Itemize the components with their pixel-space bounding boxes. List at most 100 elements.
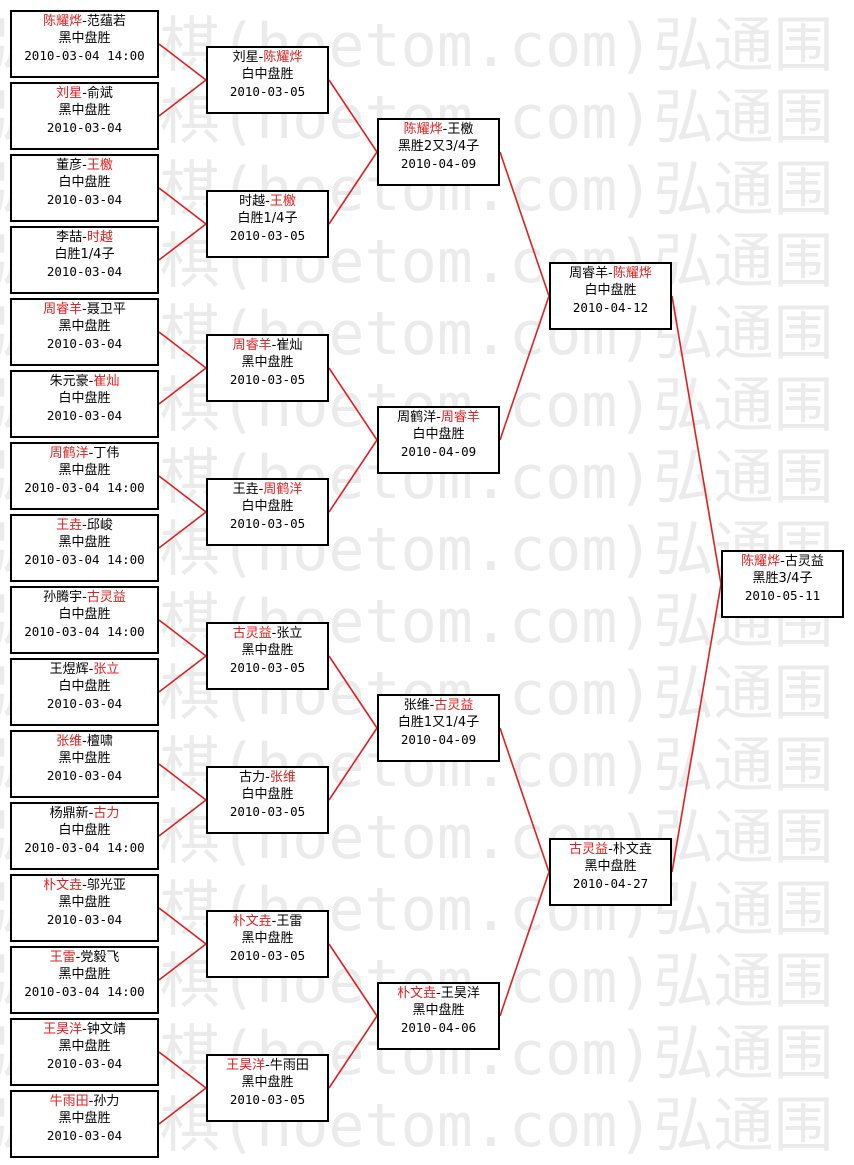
player-white: 王檄 xyxy=(269,194,296,209)
connector-line xyxy=(499,151,550,297)
match-result: 黑中盘胜 xyxy=(58,31,111,46)
player-white: 张立 xyxy=(93,662,120,677)
match-date: 2010-04-12 xyxy=(572,300,649,315)
connector-line xyxy=(158,79,207,117)
player-black: 陈耀烨 xyxy=(43,14,83,29)
player-black: 周鹤洋 xyxy=(397,410,437,425)
match-date: 2010-03-04 xyxy=(46,912,123,927)
match-players: 朴文垚-邬光亚 xyxy=(43,878,126,893)
match-date: 2010-03-05 xyxy=(229,228,306,243)
match-players: 王昊洋-钟文靖 xyxy=(43,1022,126,1037)
match-players: 周睿羊-聂卫平 xyxy=(43,302,126,317)
match-players: 张维-古灵益 xyxy=(403,698,474,713)
player-white: 王雷 xyxy=(276,914,303,929)
match-date: 2010-03-04 xyxy=(46,120,123,135)
match-date: 2010-03-04 xyxy=(46,192,123,207)
match-players: 朱元豪-崔灿 xyxy=(49,374,120,389)
match-players: 张维-檀啸 xyxy=(56,734,113,749)
connector-line xyxy=(158,1087,207,1125)
match-result: 白中盘胜 xyxy=(58,607,111,622)
match-date: 2010-05-11 xyxy=(744,588,821,603)
match-result: 黑中盘胜 xyxy=(58,967,111,982)
connector-line xyxy=(499,727,550,873)
match-date: 2010-04-09 xyxy=(400,156,477,171)
connector-line xyxy=(328,655,378,729)
player-white: 王檄 xyxy=(86,158,113,173)
connector-line xyxy=(158,475,207,513)
player-white: 王檄 xyxy=(447,122,474,137)
match-result: 白胜1/4子 xyxy=(54,247,115,262)
player-white: 王昊洋 xyxy=(440,986,480,1001)
player-white: 古灵益 xyxy=(86,590,126,605)
player-white: 陈耀烨 xyxy=(612,266,652,281)
player-black: 周睿羊 xyxy=(232,338,272,353)
match-players: 时越-王檄 xyxy=(239,194,296,209)
match-players: 陈耀烨-古灵益 xyxy=(741,554,824,569)
player-white: 范蕴若 xyxy=(86,14,126,29)
player-white: 古灵益 xyxy=(784,554,824,569)
player-white: 时越 xyxy=(86,230,113,245)
match-players: 牛雨田-孙力 xyxy=(49,1094,120,1109)
player-black: 张维 xyxy=(403,698,430,713)
connector-line xyxy=(671,295,722,585)
match-date: 2010-03-04 xyxy=(46,768,123,783)
connector-line xyxy=(158,763,207,801)
connector-line xyxy=(158,907,207,945)
player-white: 邬光亚 xyxy=(86,878,126,893)
match-result: 黑中盘胜 xyxy=(58,1111,111,1126)
connector-line xyxy=(328,1015,378,1089)
match-players: 周睿羊-陈耀烨 xyxy=(569,266,652,281)
match-box-round2: 时越-王檄白胜1/4子 2010-03-05 xyxy=(206,190,329,258)
match-players: 李喆-时越 xyxy=(56,230,113,245)
player-white: 钟文靖 xyxy=(86,1022,126,1037)
match-result: 白中盘胜 xyxy=(58,175,111,190)
match-result: 黑中盘胜 xyxy=(58,535,111,550)
connector-line xyxy=(158,1051,207,1089)
match-date: 2010-03-04 14:00 xyxy=(24,552,145,567)
match-date: 2010-04-06 xyxy=(400,1020,477,1035)
player-black: 王煜辉 xyxy=(49,662,89,677)
player-black: 刘星 xyxy=(56,86,83,101)
match-date: 2010-03-04 14:00 xyxy=(24,984,145,999)
match-players: 古灵益-张立 xyxy=(232,626,303,641)
match-date: 2010-03-04 xyxy=(46,336,123,351)
player-white: 牛雨田 xyxy=(269,1058,309,1073)
match-date: 2010-04-09 xyxy=(400,444,477,459)
match-date: 2010-03-05 xyxy=(229,804,306,819)
match-date: 2010-03-05 xyxy=(229,948,306,963)
player-white: 周睿羊 xyxy=(440,410,480,425)
match-result: 黑中盘胜 xyxy=(241,643,294,658)
match-result: 黑中盘胜 xyxy=(412,1003,465,1018)
match-result: 白中盘胜 xyxy=(241,499,294,514)
match-players: 孙腾宇-古灵益 xyxy=(43,590,126,605)
match-players: 王垚-周鹤洋 xyxy=(232,482,303,497)
player-black: 陈耀烨 xyxy=(403,122,443,137)
match-date: 2010-03-04 14:00 xyxy=(24,48,145,63)
connector-line xyxy=(499,295,550,441)
match-result: 白中盘胜 xyxy=(58,823,111,838)
match-players: 刘星-陈耀烨 xyxy=(232,50,303,65)
match-result: 白中盘胜 xyxy=(241,67,294,82)
connector-line xyxy=(328,367,378,441)
player-white: 丁伟 xyxy=(93,446,120,461)
match-players: 古力-张维 xyxy=(239,770,296,785)
match-result: 白胜1/4子 xyxy=(237,211,298,226)
connector-line xyxy=(328,151,378,225)
connector-line xyxy=(158,619,207,657)
match-date: 2010-03-04 14:00 xyxy=(24,480,145,495)
